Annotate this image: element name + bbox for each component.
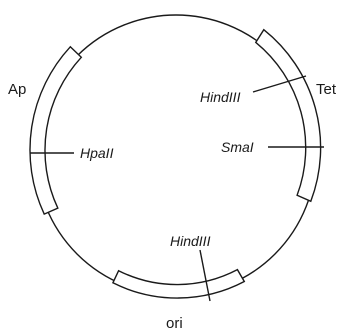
- gene-box-ap: [29, 45, 83, 216]
- site-line-hindiii-top: [252, 75, 307, 93]
- site-label-smai: SmaI: [221, 139, 254, 155]
- gene-label-ap: Ap: [8, 81, 26, 98]
- site-label-hindiii-top: HindIII: [200, 89, 241, 105]
- site-label-hindiii-bottom: HindIII: [170, 233, 211, 249]
- gene-box-tet: [254, 28, 322, 203]
- site-line-hindiii-bottom: [199, 249, 211, 302]
- gene-label-tet: Tet: [316, 81, 337, 98]
- gene-label-ori: ori: [166, 315, 183, 331]
- site-label-hpaii: HpaII: [80, 145, 114, 161]
- gene-box-ori: [111, 268, 246, 299]
